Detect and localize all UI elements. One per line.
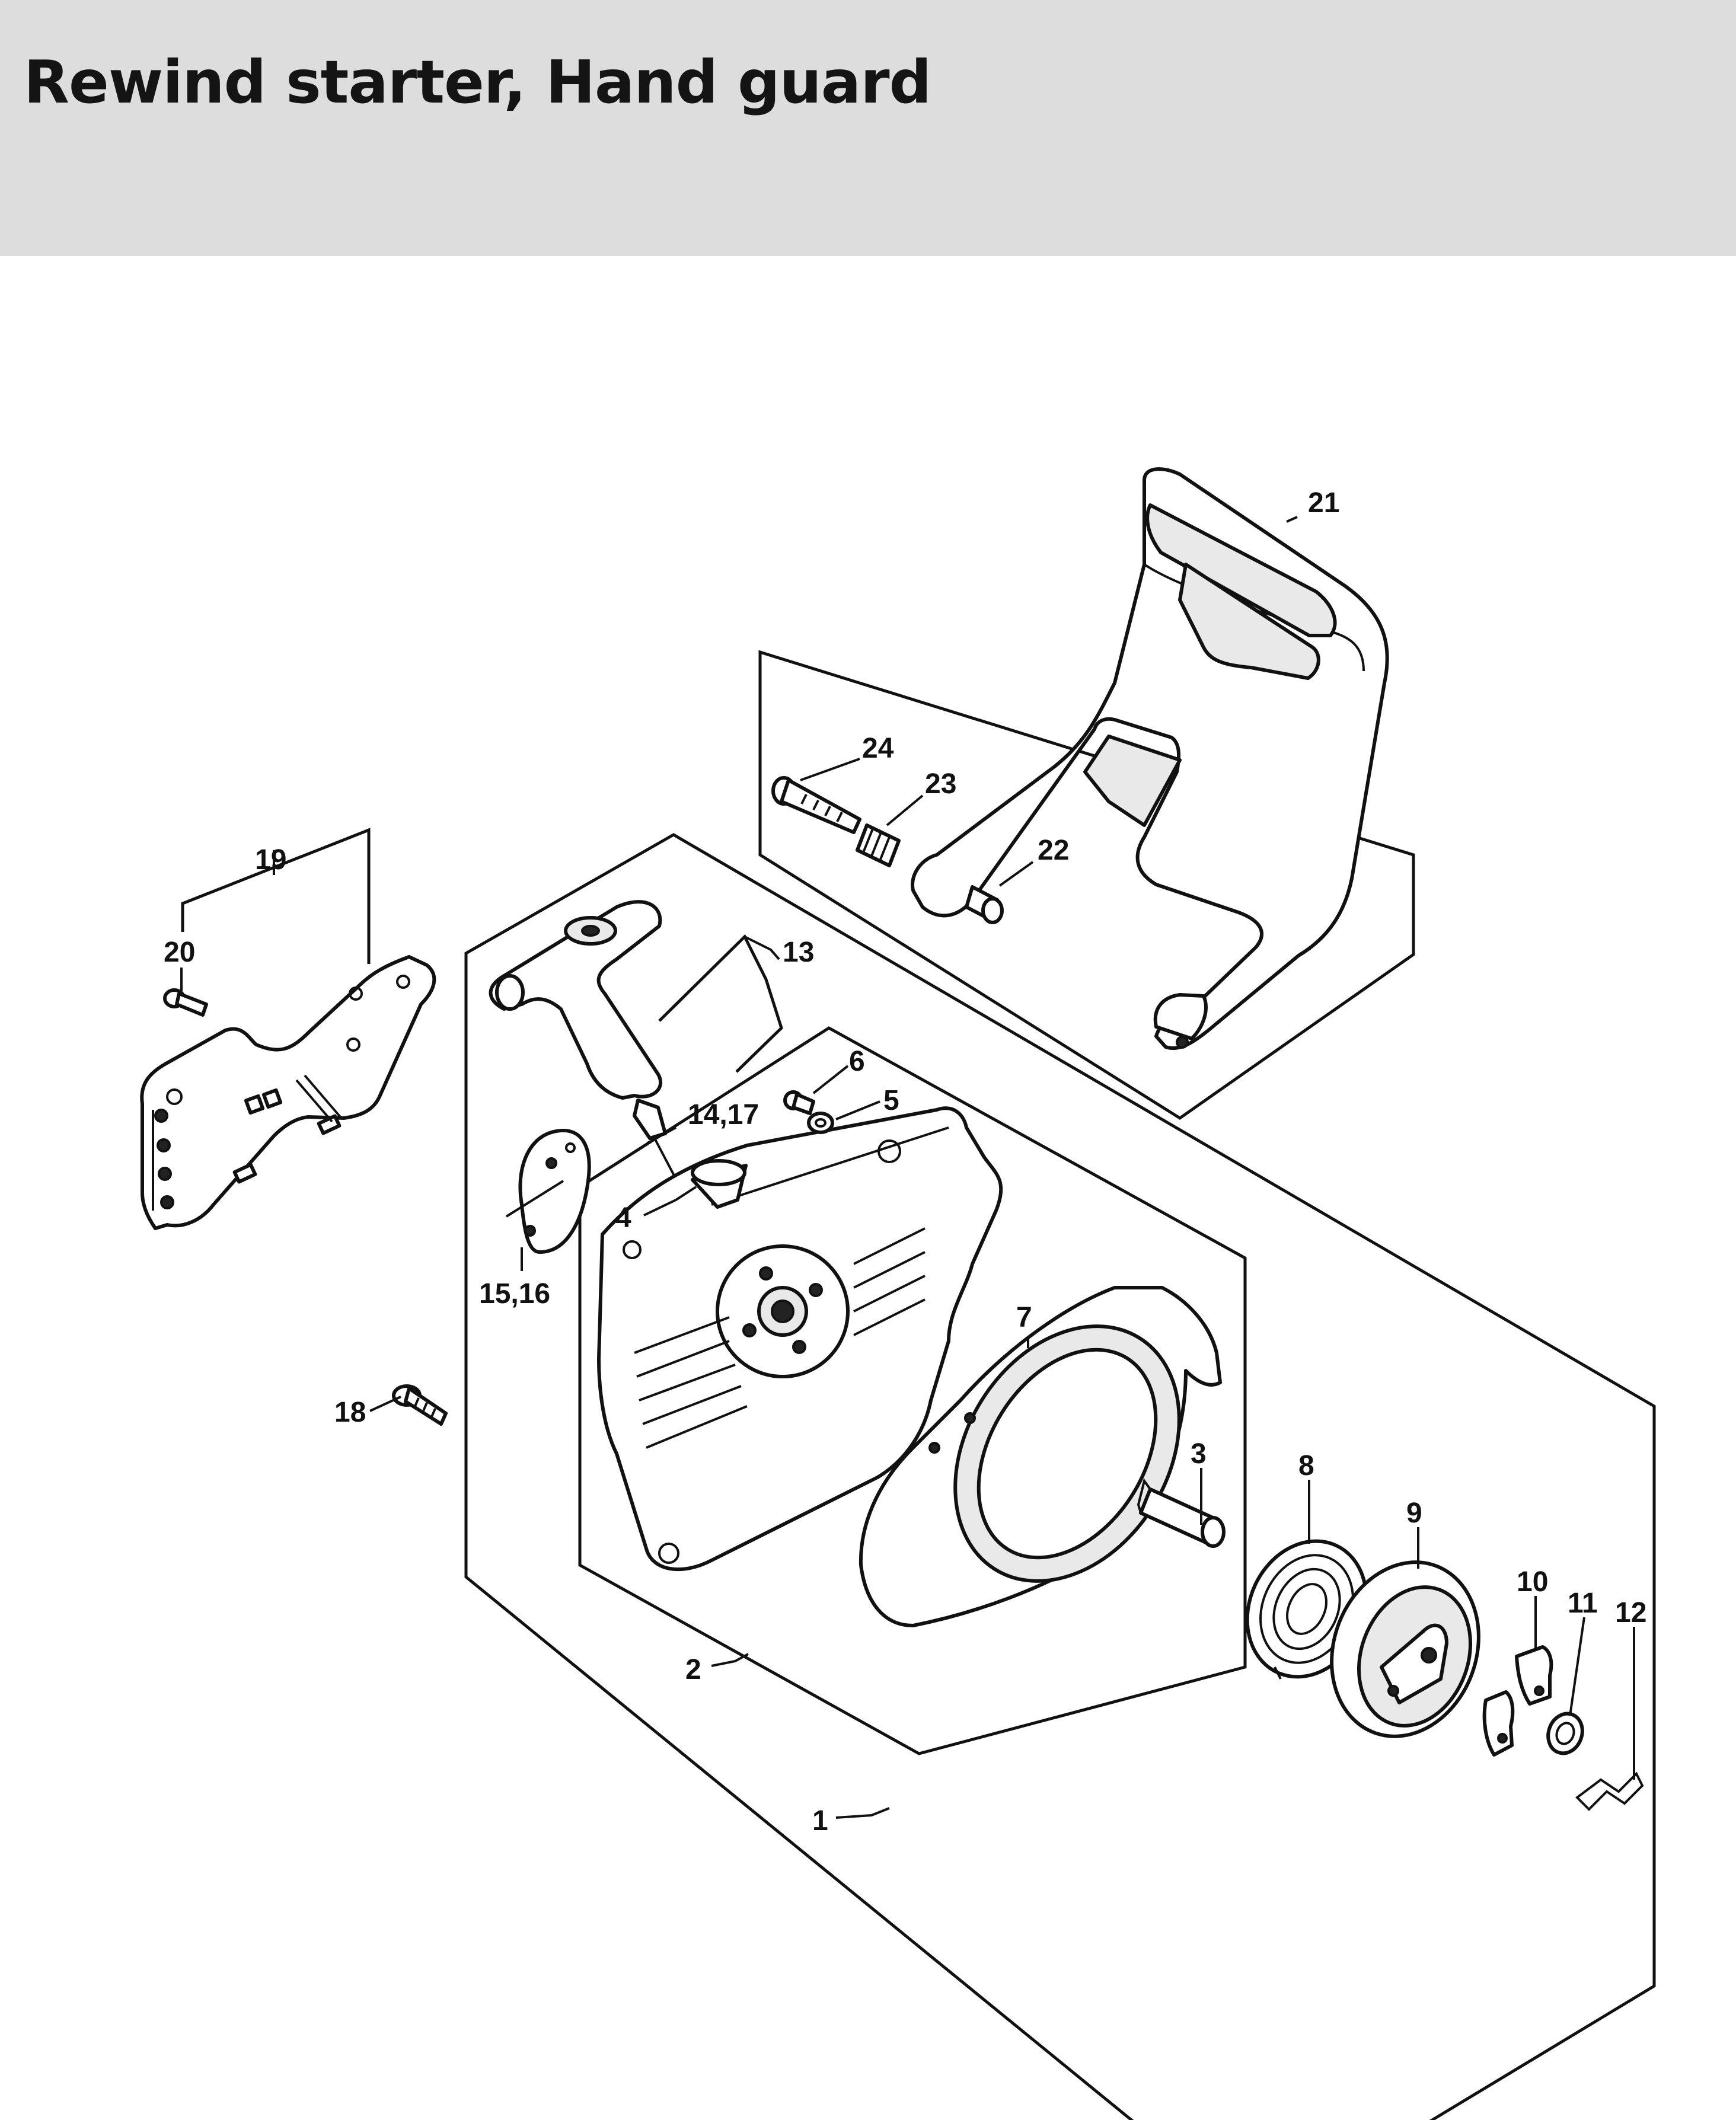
hand-guard-21 [911, 467, 1389, 1051]
callout-6: 6 [849, 1046, 865, 1077]
leader-18 [369, 1396, 401, 1412]
callout-14-17: 14,17 [688, 1099, 759, 1131]
callout-13: 13 [783, 937, 814, 968]
bracket-19 [181, 828, 371, 964]
washer-11 [1546, 1712, 1584, 1755]
leader-5 [835, 1100, 880, 1120]
page-title: Rewind starter, Hand guard [24, 47, 931, 117]
spring-clip-12 [1575, 1771, 1644, 1811]
callout-12: 12 [1615, 1597, 1646, 1629]
callout-3: 3 [1191, 1438, 1207, 1470]
parts-diagram: 1 2 3 4 5 6 7 8 9 10 11 12 13 14,17 15,1… [140, 467, 1656, 2120]
starter-grip-13 [489, 900, 681, 1186]
leader-24 [800, 758, 860, 781]
leader-21 [1286, 516, 1298, 523]
pin-3 [1137, 1478, 1226, 1548]
leader-14-17 [647, 1126, 676, 1144]
callout-2: 2 [685, 1654, 701, 1685]
callout-11: 11 [1568, 1588, 1598, 1619]
callout-9: 9 [1406, 1498, 1422, 1529]
leader-1 [835, 1807, 890, 1819]
starter-assembly-frame [464, 833, 1656, 2120]
callout-1: 1 [812, 1805, 828, 1837]
disc-15-16 [505, 1129, 591, 1254]
callout-8: 8 [1298, 1450, 1314, 1482]
callout-19: 19 [255, 844, 286, 876]
callout-22: 22 [1038, 835, 1069, 866]
leader-2 [711, 1653, 749, 1667]
rope-rotor-9 [1330, 1560, 1480, 1738]
screw-18 [392, 1384, 448, 1426]
fan-housing-2 [597, 1106, 1003, 1572]
spring-cover-7 [859, 1286, 1222, 1627]
bracket-13 [658, 934, 783, 1073]
callout-18: 18 [334, 1397, 366, 1428]
leader-22 [998, 861, 1034, 887]
screw-6 [783, 1090, 815, 1115]
washer-5 [807, 1112, 834, 1134]
leader-13 [744, 936, 780, 960]
callout-21: 21 [1308, 487, 1339, 519]
callout-15-16: 15,16 [479, 1278, 550, 1310]
bolt-24 [771, 776, 861, 834]
sleeve-22 [965, 885, 1004, 924]
spring-23 [856, 823, 901, 867]
callout-5: 5 [883, 1085, 899, 1116]
leader-11 [1569, 1617, 1585, 1716]
leader-23 [886, 794, 924, 826]
callout-24: 24 [862, 733, 894, 764]
callout-10: 10 [1517, 1566, 1548, 1598]
cover-plate-19 [140, 955, 436, 1230]
valve-4 [691, 1159, 748, 1209]
leader-4 [643, 1186, 697, 1217]
header-band: Rewind starter, Hand guard [0, 0, 1736, 256]
pawl-10 [1482, 1645, 1553, 1757]
screw-20 [163, 988, 208, 1017]
callout-7: 7 [1016, 1302, 1032, 1333]
callout-20: 20 [164, 937, 195, 968]
callout-4: 4 [615, 1202, 631, 1234]
leader-6 [812, 1065, 849, 1094]
callout-23: 23 [925, 768, 956, 800]
